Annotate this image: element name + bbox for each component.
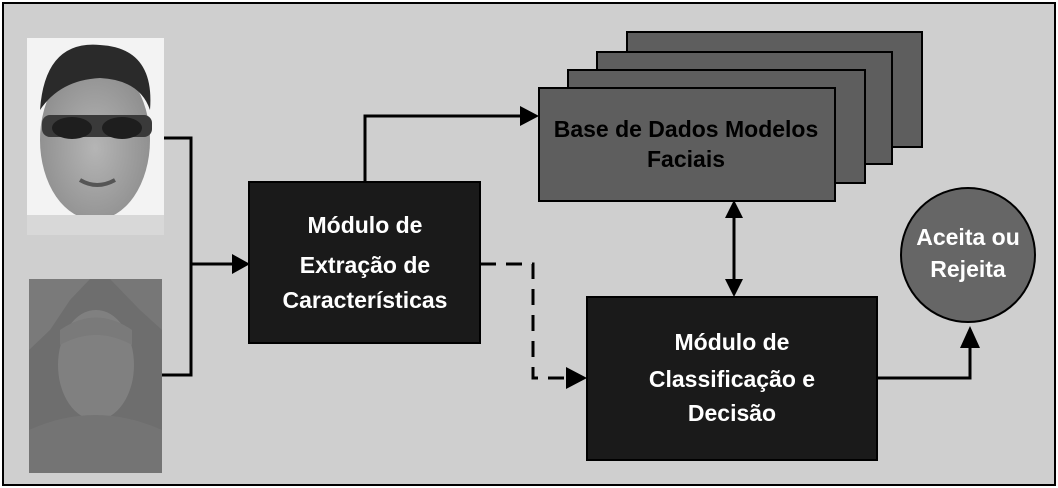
result-label-line2: Rejeita — [930, 256, 1006, 282]
classification-module: Módulo de Classificação e Decisão — [586, 296, 878, 461]
input-merge-lines — [162, 136, 236, 377]
extraction-label-line1: Módulo de — [308, 212, 423, 238]
result-circle — [900, 187, 1036, 323]
extraction-label-line3: Características — [283, 287, 448, 313]
extraction-module: Módulo de Extração de Características — [248, 181, 481, 344]
database-box — [538, 87, 836, 202]
classification-to-result-line — [877, 344, 972, 380]
extraction-to-classification-dashed-line — [480, 262, 567, 380]
database-label-line2: Faciais — [647, 146, 725, 172]
extraction-label-line2: Extração de — [300, 252, 430, 278]
extraction-box — [248, 181, 481, 344]
extraction-to-database-line — [363, 114, 523, 182]
arrow-down-to-classification — [725, 279, 743, 297]
face-depth-image — [29, 279, 162, 473]
result-node: Aceita ou Rejeita — [900, 187, 1036, 323]
arrow-to-classification — [566, 367, 587, 389]
arrow-to-database — [520, 106, 539, 126]
arrow-to-result — [960, 326, 980, 348]
database-label-line1: Base de Dados Modelos — [554, 116, 819, 142]
classification-label-line3: Decisão — [688, 400, 776, 426]
face-photo-image — [27, 38, 164, 235]
result-label-line1: Aceita ou — [916, 224, 1020, 250]
arrow-up-to-database — [725, 200, 743, 218]
classification-label-line1: Módulo de — [675, 329, 790, 355]
classification-label-line2: Classificação e — [649, 366, 815, 392]
arrow-to-extraction — [232, 254, 250, 274]
database-stack: Base de Dados Modelos Faciais — [538, 31, 923, 202]
classification-box — [586, 296, 878, 461]
